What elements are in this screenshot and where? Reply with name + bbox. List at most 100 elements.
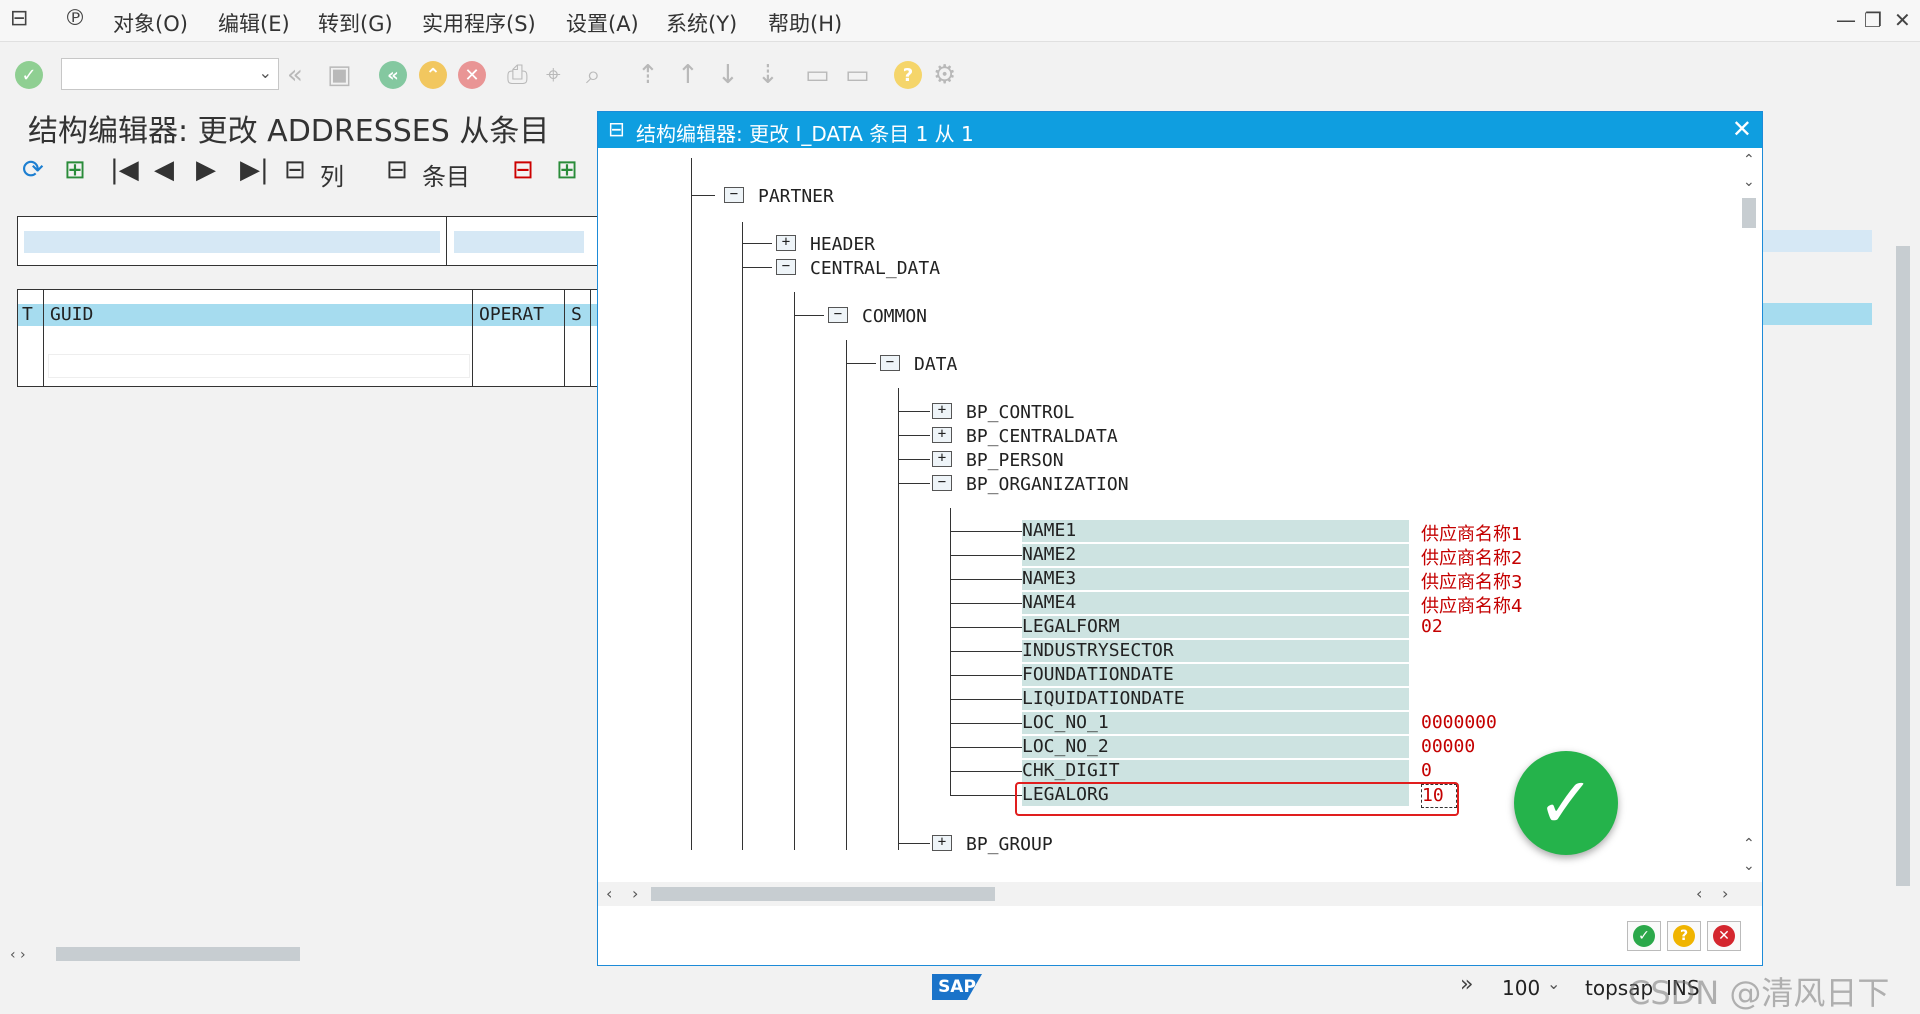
menu-object[interactable]: 对象(O)	[113, 12, 188, 36]
close-icon[interactable]: ✕	[1731, 115, 1752, 143]
menu-goto[interactable]: 转到(G)	[318, 12, 393, 36]
customize-icon[interactable]: ℗	[64, 6, 86, 31]
delete-row-icon[interactable]: ⊟	[512, 155, 534, 185]
collapse-icon[interactable]: −	[932, 475, 952, 491]
horizontal-scrollbar[interactable]	[56, 947, 300, 961]
expand-icon[interactable]: +	[932, 427, 952, 443]
tree-node-central-data[interactable]: −CENTRAL_DATA	[776, 258, 940, 279]
back-icon[interactable]: «	[378, 60, 408, 90]
last-page-icon[interactable]: ⇣	[757, 60, 779, 90]
tree-node-bp-organization[interactable]: −BP_ORGANIZATION	[932, 474, 1129, 495]
tree-node-bp-person[interactable]: +BP_PERSON	[932, 450, 1064, 471]
field-value-input[interactable]: 供应商名称1	[1421, 520, 1721, 545]
collapse-icon[interactable]: −	[724, 187, 744, 203]
print-icon[interactable]: ⎙	[507, 60, 528, 90]
tree-node-data[interactable]: −DATA	[880, 354, 957, 375]
insert-mode[interactable]: INS	[1666, 976, 1700, 1000]
collapse-icon[interactable]: −	[828, 307, 848, 323]
vertical-scrollbar[interactable]	[1893, 196, 1913, 886]
filter-field[interactable]	[24, 231, 440, 253]
previous-entry-icon[interactable]: ◀	[154, 155, 174, 185]
scroll-down-icon[interactable]: ⌄	[1743, 858, 1755, 874]
field-value-input[interactable]: 0000000	[1421, 712, 1521, 734]
restore-icon[interactable]: ❐	[1864, 8, 1882, 32]
field-value-input[interactable]: 供应商名称3	[1421, 568, 1721, 593]
expand-icon[interactable]: +	[932, 403, 952, 419]
entries-icon[interactable]: ⊟	[386, 155, 408, 185]
first-entry-icon[interactable]: |◀	[110, 155, 139, 185]
scroll-left-icon[interactable]: ‹	[1696, 884, 1703, 903]
field-value-input[interactable]: 02	[1421, 616, 1553, 638]
command-field[interactable]: ⌄	[61, 58, 279, 90]
save-icon[interactable]: ▣	[327, 60, 352, 90]
confirm-button[interactable]: ✓	[1627, 921, 1661, 951]
cancel-icon[interactable]: ✕	[457, 60, 487, 90]
menu-edit[interactable]: 编辑(E)	[218, 12, 290, 36]
scroll-left-icon[interactable]: ‹	[606, 884, 613, 903]
menu-help[interactable]: 帮助(H)	[768, 12, 843, 36]
last-entry-icon[interactable]: ▶|	[240, 155, 269, 185]
minimize-icon[interactable]: —	[1836, 8, 1856, 32]
help-button[interactable]: ?	[1667, 921, 1701, 951]
entries-label[interactable]: 条目	[422, 163, 470, 191]
expand-icon[interactable]: +	[776, 235, 796, 251]
menu-settings[interactable]: 设置(A)	[566, 12, 639, 36]
column-header[interactable]: T	[22, 304, 33, 325]
scroll-up-icon[interactable]: ⌃	[1743, 152, 1755, 168]
chevron-down-icon[interactable]: ⌄	[258, 63, 272, 82]
tree-node-header[interactable]: +HEADER	[776, 234, 875, 255]
tree-node-partner[interactable]: −PARTNER	[724, 186, 834, 207]
expand-icon[interactable]: +	[932, 835, 952, 851]
vertical-scroll-thumb[interactable]	[1742, 198, 1756, 228]
refresh-icon[interactable]: ⟳	[22, 155, 44, 185]
columns-label[interactable]: 列	[320, 163, 344, 191]
collapse-icon[interactable]: −	[880, 355, 900, 371]
app-menu-icon[interactable]: ⊟	[10, 6, 29, 31]
columns-icon[interactable]: ⊟	[284, 155, 306, 185]
collapse-icon[interactable]: −	[776, 259, 796, 275]
horizontal-scroll-thumb[interactable]	[651, 887, 995, 901]
first-page-icon[interactable]: ⇡	[637, 60, 659, 90]
menu-utilities[interactable]: 实用程序(S)	[422, 12, 536, 36]
scroll-left-icon[interactable]: ‹ ›	[10, 947, 26, 963]
prev-page-icon[interactable]: ↑	[677, 60, 699, 90]
settings-icon[interactable]: ⚙	[933, 60, 957, 90]
shortcut-icon[interactable]: ▭	[845, 60, 870, 90]
column-header[interactable]: OPERAT	[479, 304, 545, 325]
field-value-input[interactable]: 0	[1421, 760, 1521, 782]
insert-row-icon[interactable]: ⊞	[556, 155, 578, 185]
field-value-input[interactable]: 供应商名称4	[1421, 592, 1721, 617]
scroll-right-icon[interactable]: ›	[1722, 884, 1729, 903]
zoom-value[interactable]: 100	[1502, 976, 1541, 1000]
column-header[interactable]: S	[571, 304, 582, 325]
cancel-button[interactable]: ✕	[1707, 921, 1741, 951]
tree-node-bp-group[interactable]: +BP_GROUP	[932, 834, 1053, 855]
find-next-icon[interactable]: ⌕	[586, 60, 601, 90]
scroll-up-icon[interactable]: ⌃	[1743, 836, 1755, 852]
back-arrows-icon[interactable]: «	[287, 60, 303, 90]
field-value-input[interactable]: 10	[1421, 784, 1457, 808]
hierarchy-icon[interactable]: ⊞	[64, 155, 86, 185]
expand-icon[interactable]: +	[932, 451, 952, 467]
check-icon[interactable]: ✓	[14, 60, 44, 90]
next-entry-icon[interactable]: ▶	[196, 155, 216, 185]
close-window-icon[interactable]: ✕	[1894, 8, 1911, 32]
chevron-down-icon[interactable]: ⌄	[1547, 974, 1561, 993]
menu-system[interactable]: 系统(Y)	[666, 12, 738, 36]
tree-node-common[interactable]: −COMMON	[828, 306, 927, 327]
table-row[interactable]	[48, 354, 470, 378]
help-icon[interactable]: ?	[893, 60, 923, 90]
create-session-icon[interactable]: ▭	[805, 60, 830, 90]
scroll-down-icon[interactable]: ⌄	[1743, 174, 1755, 190]
scroll-right-icon[interactable]: ›	[632, 884, 639, 903]
field-value-input[interactable]	[1421, 664, 1553, 686]
field-value-input[interactable]: 供应商名称2	[1421, 544, 1721, 569]
field-value-input[interactable]: 00000	[1421, 736, 1521, 758]
next-page-icon[interactable]: ↓	[717, 60, 739, 90]
column-header[interactable]: GUID	[50, 304, 94, 325]
expand-status-icon[interactable]: »	[1460, 972, 1474, 997]
tree-node-bp-control[interactable]: +BP_CONTROL	[932, 402, 1074, 423]
filter-field[interactable]	[454, 231, 584, 253]
find-icon[interactable]: ⌖	[546, 60, 561, 90]
field-value-input[interactable]	[1421, 640, 1553, 662]
